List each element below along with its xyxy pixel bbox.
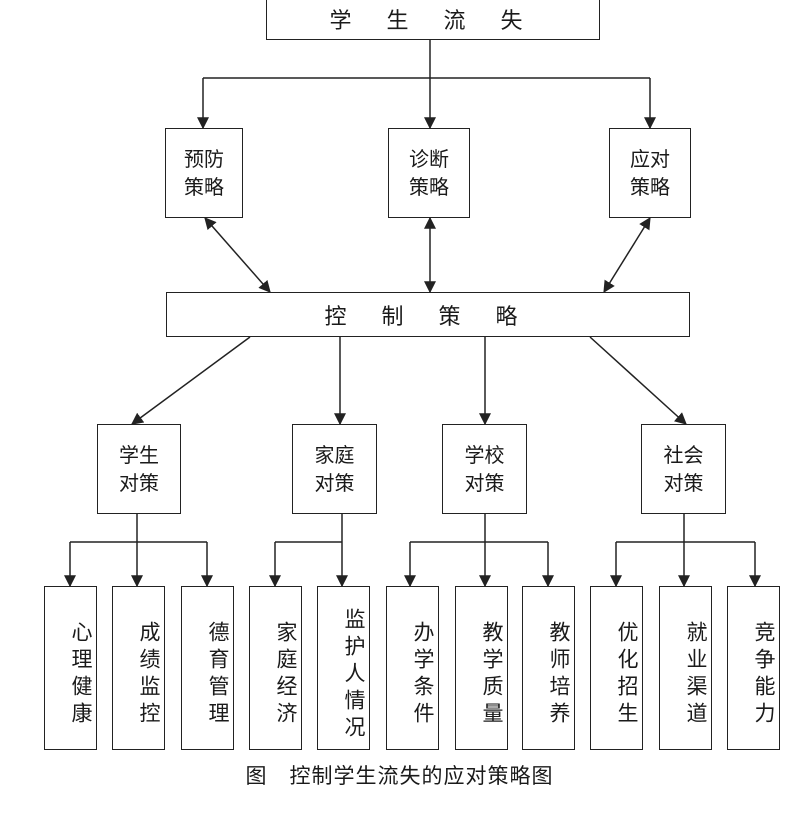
figure-caption: 图 控制学生流失的应对策略图 (245, 764, 554, 788)
leaf-node: 教师培养 (522, 586, 575, 750)
leaf-node: 教学质量 (455, 586, 508, 750)
leaf-label: 家庭经济 (274, 621, 298, 729)
leaf-label: 教学质量 (480, 621, 504, 729)
domain-node-society: 社会 对策 (641, 424, 726, 514)
leaf-label: 监护人情况 (342, 607, 366, 743)
domain-label: 学校 对策 (464, 443, 505, 495)
root-node: 学 生 流 失 (266, 0, 600, 40)
prevent-control-link (204, 217, 271, 293)
strategy-node-diagnose: 诊断 策略 (388, 128, 470, 218)
leaf-node: 心理健康 (44, 586, 97, 750)
strategy-label: 预防 策略 (184, 147, 224, 199)
leaf-node: 家庭经济 (249, 586, 302, 750)
control-label: 控 制 策 略 (324, 304, 532, 330)
leaf-label: 成绩监控 (137, 621, 161, 729)
leaf-node: 德育管理 (181, 586, 234, 750)
strategy-node-respond: 应对 策略 (609, 128, 691, 218)
domain-label: 学生 对策 (119, 443, 159, 495)
leaf-label: 心理健康 (69, 621, 93, 729)
leaf-node: 监护人情况 (317, 586, 370, 750)
domain-label: 家庭 对策 (314, 443, 355, 495)
leaf-node: 办学条件 (386, 586, 439, 750)
control-to-society (589, 336, 687, 425)
strategy-node-prevent: 预防 策略 (165, 128, 243, 218)
leaf-label: 办学条件 (411, 621, 435, 729)
leaf-node: 竞争能力 (727, 586, 780, 750)
strategy-label: 诊断 策略 (409, 147, 449, 199)
domain-node-school: 学校 对策 (442, 424, 527, 514)
leaf-label: 优化招生 (615, 621, 639, 729)
leaf-node: 优化招生 (590, 586, 643, 750)
control-node: 控 制 策 略 (166, 292, 690, 337)
leaf-label: 德育管理 (206, 621, 230, 729)
control-to-student (131, 336, 251, 425)
domain-label: 社会 对策 (663, 443, 704, 495)
leaf-node: 成绩监控 (112, 586, 165, 750)
domain-node-student: 学生 对策 (97, 424, 181, 514)
leaf-label: 教师培养 (547, 621, 571, 729)
leaf-label: 竞争能力 (752, 621, 776, 729)
leaf-node: 就业渠道 (659, 586, 712, 750)
leaf-label: 就业渠道 (684, 621, 708, 729)
strategy-label: 应对 策略 (630, 147, 670, 199)
domain-node-family: 家庭 对策 (292, 424, 377, 514)
respond-control-link (603, 216, 651, 294)
root-label: 学 生 流 失 (329, 9, 537, 34)
